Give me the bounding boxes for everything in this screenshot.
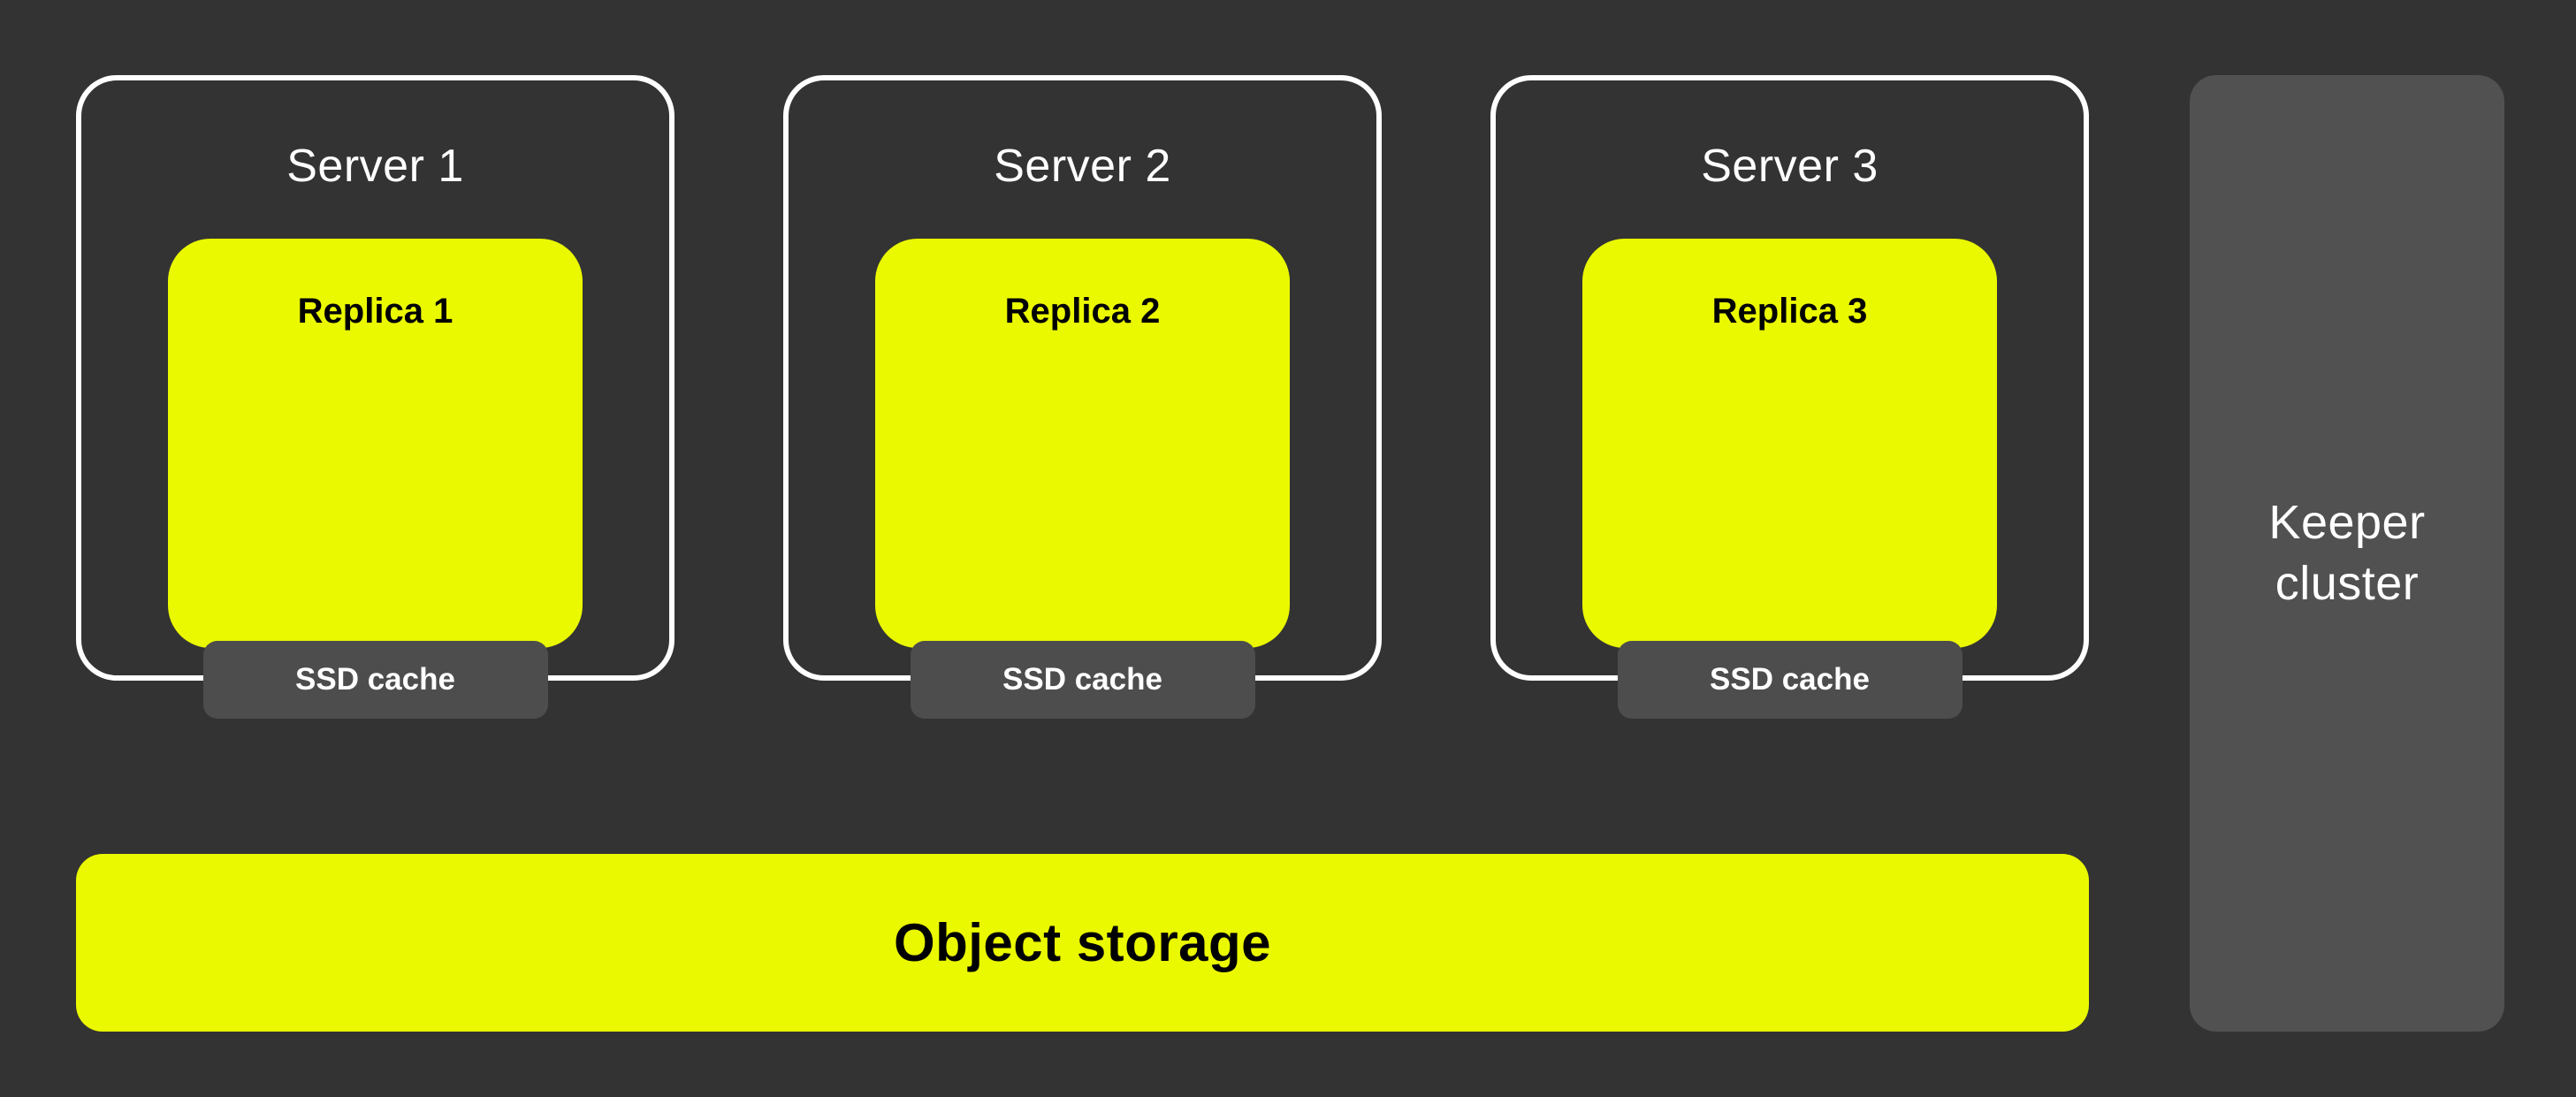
servers-row: Server 1 Replica 1 SSD cache Server 2 Re… (76, 75, 2089, 719)
replica-box-1: Replica 1 (168, 239, 583, 648)
server-box-3: Server 3 Replica 3 SSD cache (1490, 75, 2089, 719)
replica-box-3: Replica 3 (1582, 239, 1997, 648)
replica-label: Replica 1 (297, 292, 453, 331)
replica-label: Replica 2 (1004, 292, 1161, 331)
main-column: Server 1 Replica 1 SSD cache Server 2 Re… (76, 75, 2089, 1032)
ssd-cache-badge-3: SSD cache (1617, 641, 1962, 719)
server-box-2: Server 2 Replica 2 SSD cache (783, 75, 1382, 719)
server-label: Server 3 (1701, 141, 1879, 192)
ssd-cache-badge-1: SSD cache (202, 641, 548, 719)
server-box-1: Server 1 Replica 1 SSD cache (76, 75, 674, 719)
object-storage-bar: Object storage (76, 854, 2089, 1032)
replica-box-2: Replica 2 (875, 239, 1290, 648)
object-storage-label: Object storage (893, 913, 1272, 972)
diagram-layout: Server 1 Replica 1 SSD cache Server 2 Re… (76, 75, 2504, 1032)
keeper-cluster-label: Keeper cluster (2268, 495, 2426, 610)
server-label: Server 2 (994, 141, 1171, 192)
ssd-cache-badge-2: SSD cache (910, 641, 1255, 719)
replica-label: Replica 3 (1711, 292, 1868, 331)
server-label: Server 1 (286, 141, 464, 192)
keeper-cluster-box: Keeper cluster (2190, 75, 2504, 1032)
